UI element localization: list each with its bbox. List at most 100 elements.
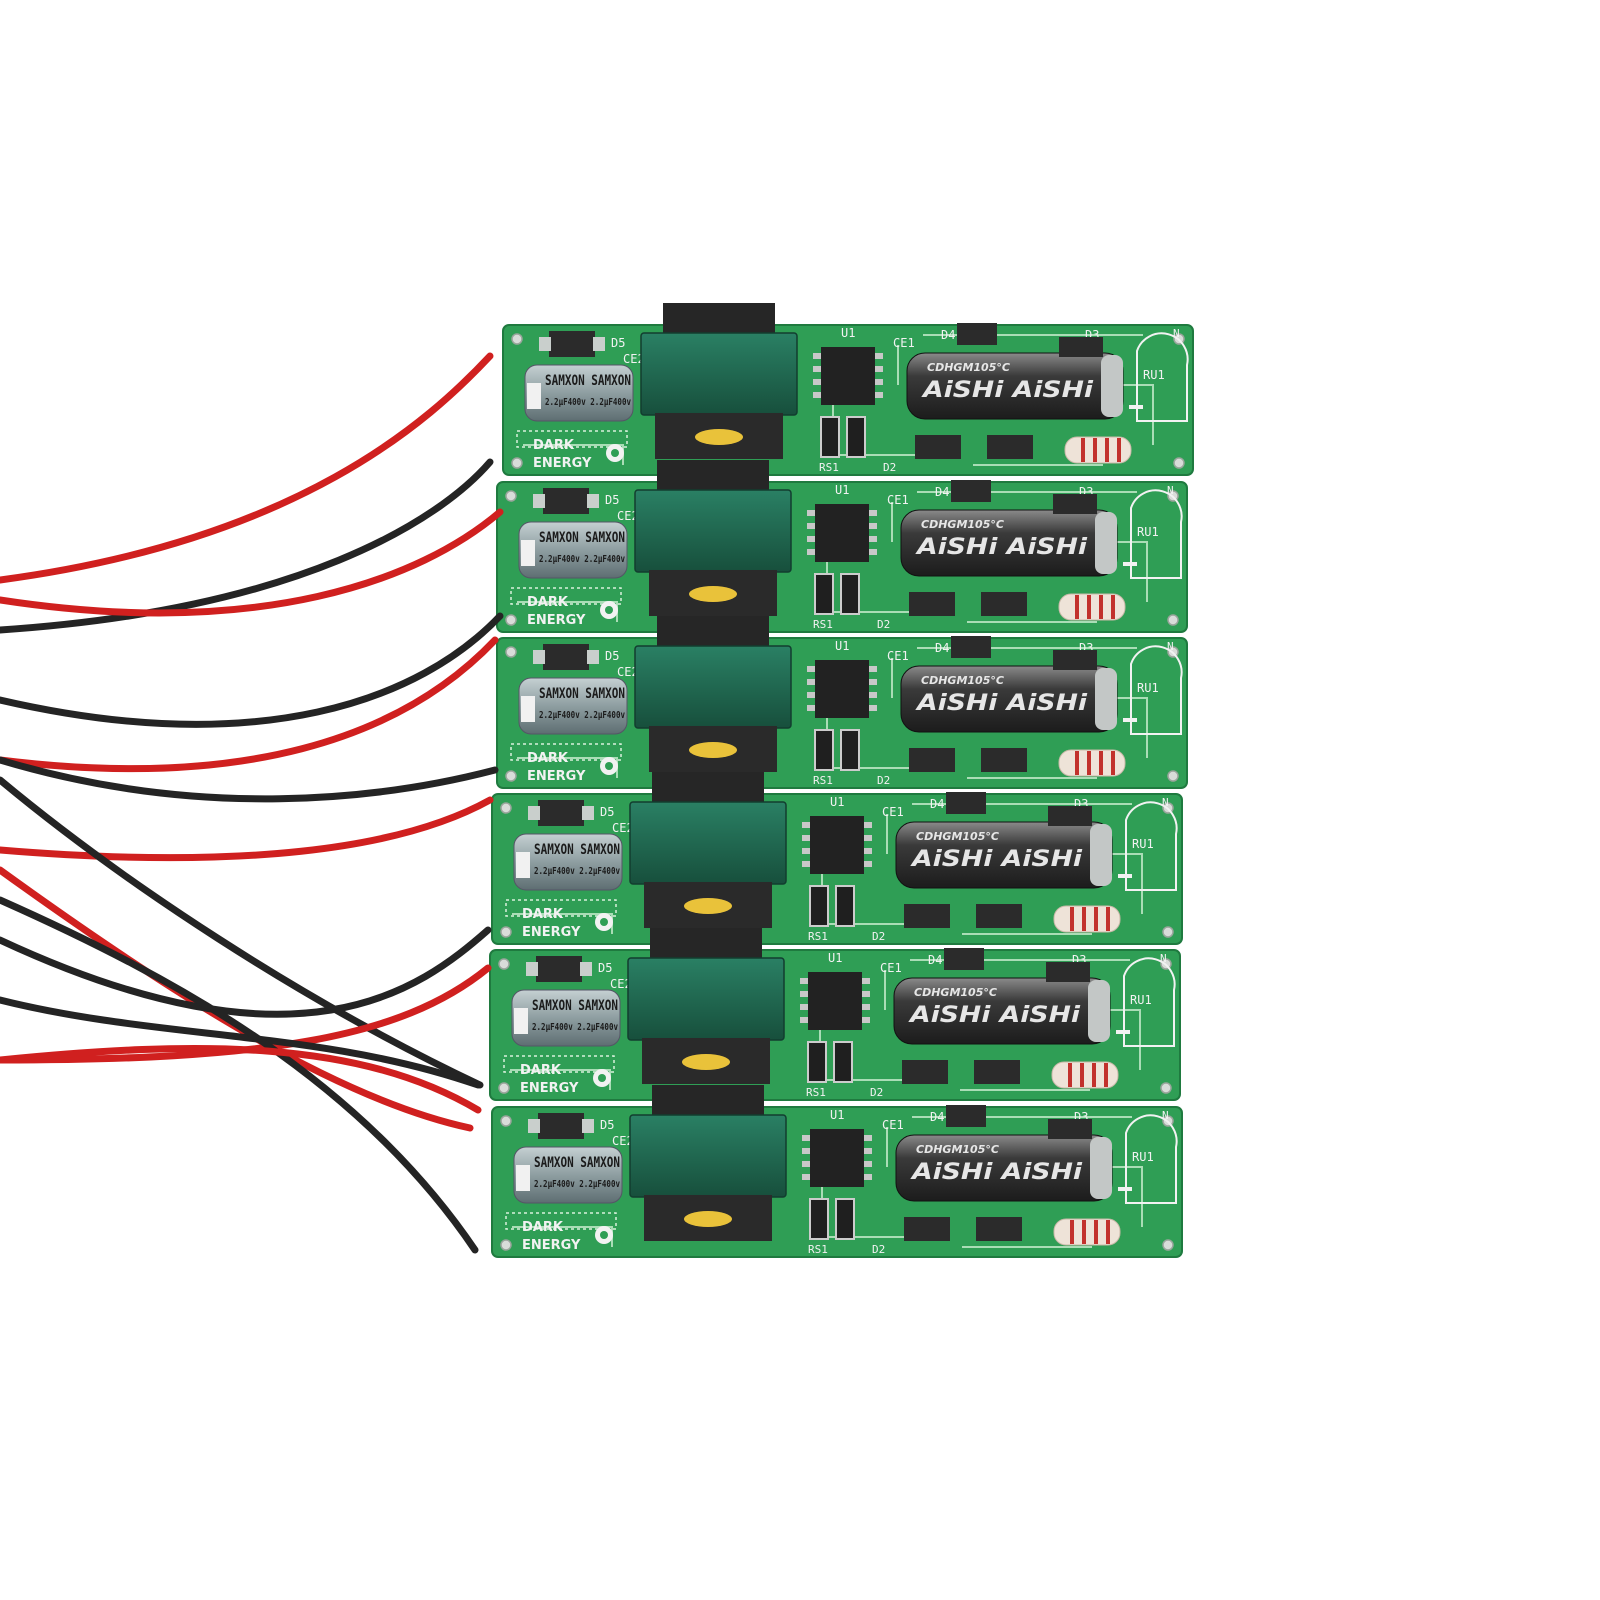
diode-pad bbox=[533, 650, 545, 664]
diode-pad bbox=[587, 650, 599, 664]
brand-logo-dot bbox=[605, 762, 613, 770]
diode-d3 bbox=[1048, 806, 1092, 826]
ic-pin bbox=[800, 978, 808, 984]
label-u1: U1 bbox=[830, 1108, 844, 1122]
ic-pin bbox=[864, 822, 872, 828]
wire-bundle bbox=[0, 352, 504, 1254]
resistor-band bbox=[1099, 595, 1103, 619]
mounting-hole bbox=[511, 457, 523, 469]
diode-d4 bbox=[946, 1105, 986, 1127]
diode-d3 bbox=[1048, 1119, 1092, 1139]
label-d5: D5 bbox=[600, 1118, 614, 1132]
diode-pad bbox=[539, 337, 551, 351]
resistor-band bbox=[1087, 751, 1091, 775]
cap-brand-text: SAMXON SAMXON bbox=[545, 373, 631, 389]
label-ru1: RU1 bbox=[1132, 837, 1154, 851]
ecap-brand-text: AiSHi AiSHi bbox=[921, 378, 1094, 403]
ic-u1 bbox=[810, 1129, 864, 1187]
ic-pin bbox=[862, 978, 870, 984]
ic-pin bbox=[807, 679, 815, 685]
resistor-band bbox=[1080, 1063, 1084, 1087]
smd-resistor bbox=[835, 1198, 855, 1240]
cap-brand-text: SAMXON SAMXON bbox=[534, 842, 620, 858]
cap-marking-stripe bbox=[516, 852, 530, 878]
fuse-resistor bbox=[1064, 436, 1132, 464]
black-wire bbox=[0, 996, 482, 1089]
label-d5: D5 bbox=[605, 493, 619, 507]
film-capacitor bbox=[513, 833, 623, 891]
ic-u1 bbox=[808, 972, 862, 1030]
diode-d5 bbox=[543, 644, 589, 670]
ic-pin bbox=[807, 549, 815, 555]
ic-pin bbox=[813, 366, 821, 372]
label-n: N bbox=[1167, 640, 1174, 653]
brand-top-text: DARK bbox=[520, 1063, 562, 1078]
ecap-brand-text: AiSHi AiSHi bbox=[908, 1003, 1081, 1028]
ic-pin bbox=[800, 1004, 808, 1010]
label-n: N bbox=[1162, 1109, 1169, 1122]
ic-pin bbox=[864, 1161, 872, 1167]
transformer-winding bbox=[689, 742, 737, 758]
black-wire bbox=[0, 612, 504, 728]
label-u1: U1 bbox=[828, 951, 842, 965]
label-rs1: RS1 bbox=[808, 1243, 828, 1256]
cap-brand-text: SAMXON SAMXON bbox=[539, 686, 625, 702]
label-d2: D2 bbox=[870, 1086, 883, 1099]
smd-resistor bbox=[807, 1041, 827, 1083]
label-ce1: CE1 bbox=[893, 336, 915, 350]
label-d4: D4 bbox=[930, 797, 944, 811]
ic-pin bbox=[800, 991, 808, 997]
ic-pin bbox=[807, 666, 815, 672]
ic-pin bbox=[807, 523, 815, 529]
cap-marking-stripe bbox=[521, 540, 535, 566]
cap-marking-stripe bbox=[514, 1008, 528, 1034]
hatch-outline bbox=[505, 1212, 617, 1230]
mounting-hole bbox=[1167, 614, 1179, 626]
ic-pin bbox=[864, 1174, 872, 1180]
film-capacitor bbox=[511, 989, 621, 1047]
ru1-outline bbox=[1125, 801, 1178, 891]
red-wire bbox=[0, 964, 492, 1064]
label-ce1: CE1 bbox=[882, 1118, 904, 1132]
ru1-outline bbox=[1130, 489, 1183, 579]
label-ru1: RU1 bbox=[1143, 368, 1165, 382]
ic-pin bbox=[807, 510, 815, 516]
ic-pin bbox=[869, 536, 877, 542]
smd-resistor bbox=[814, 729, 834, 771]
diode-d5 bbox=[538, 1113, 584, 1139]
silk-marker bbox=[1118, 1187, 1132, 1191]
hatch-outline bbox=[510, 743, 622, 761]
label-n: N bbox=[1162, 796, 1169, 809]
label-u1: U1 bbox=[841, 326, 855, 340]
brand-bottom-text: ENERGY bbox=[533, 456, 592, 471]
diode-d3 bbox=[1059, 337, 1103, 357]
ecap-end-cap bbox=[1090, 1137, 1112, 1199]
red-wire bbox=[0, 866, 474, 1132]
label-d5: D5 bbox=[600, 805, 614, 819]
transformer-body bbox=[640, 332, 798, 416]
cap-rating-text: 2.2µF400v 2.2µF400v bbox=[539, 710, 625, 721]
transformer-body bbox=[634, 645, 792, 729]
black-wire bbox=[0, 458, 494, 634]
ecap-spec-text: CDHGM105°C bbox=[916, 1143, 999, 1156]
cap-marking-stripe bbox=[527, 383, 541, 409]
black-wire bbox=[0, 756, 499, 803]
ecap-brand-text: AiSHi AiSHi bbox=[910, 1160, 1083, 1185]
label-d5: D5 bbox=[598, 961, 612, 975]
label-d2: D2 bbox=[872, 930, 885, 943]
silk-marker bbox=[1118, 874, 1132, 878]
ic-u1 bbox=[815, 504, 869, 562]
ecap-spec-text: CDHGM105°C bbox=[921, 674, 1004, 687]
mounting-hole bbox=[505, 614, 517, 626]
brand-logo-dot bbox=[600, 918, 608, 926]
mounting-hole bbox=[1173, 457, 1185, 469]
diode-pad bbox=[528, 806, 540, 820]
brand-bottom-text: ENERGY bbox=[522, 1238, 581, 1253]
resistor-band bbox=[1087, 595, 1091, 619]
ecap-spec-text: CDHGM105°C bbox=[914, 986, 997, 999]
resistor-band bbox=[1082, 907, 1086, 931]
diode-pad bbox=[580, 962, 592, 976]
diode-d5 bbox=[538, 800, 584, 826]
ic-pin bbox=[864, 835, 872, 841]
